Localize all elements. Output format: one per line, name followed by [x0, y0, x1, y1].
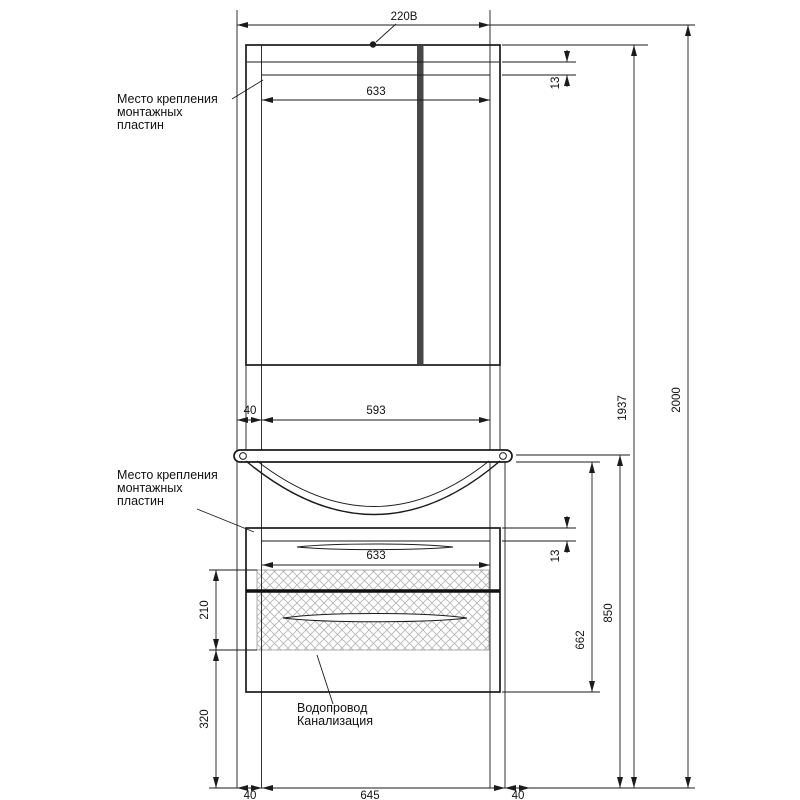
dim-633-top: 633	[366, 86, 385, 98]
plumbing-label-line2: Канализация	[297, 714, 373, 728]
dim-2000: 2000	[671, 387, 683, 413]
mounting-label-bottom-line3: пластин	[117, 494, 164, 508]
mounting-label-bottom-line2: монтажных	[117, 481, 183, 495]
mounting-label-bottom-line1: Место крепления	[117, 468, 218, 482]
basin-rim	[233, 449, 513, 463]
outlet-leader-line	[375, 23, 397, 43]
mounting-label-top-line1: Место крепления	[117, 92, 218, 106]
leader-mounting-bottom	[196, 508, 255, 533]
dim-40-mid: 40	[244, 405, 257, 417]
dim-593-mid: 593	[366, 405, 385, 417]
dim-850: 850	[603, 603, 615, 622]
power-outlet	[369, 23, 397, 48]
basin-fixing-hole-right	[499, 452, 507, 460]
vanity-cabinet	[245, 527, 501, 693]
mirror-door-divider	[417, 46, 424, 364]
text-layer: 220В Место крепления монтажных пластин 6…	[117, 11, 683, 800]
dim-662: 662	[575, 630, 587, 649]
leader-mounting-top	[231, 79, 264, 100]
washbasin	[233, 449, 513, 516]
outlet-point	[369, 41, 377, 48]
drawer-handle-top	[296, 543, 454, 551]
outlet-voltage-label: 220В	[391, 11, 418, 23]
dimensions	[209, 22, 695, 791]
leaders	[196, 79, 334, 705]
dim-320: 320	[199, 709, 211, 728]
drawer-handle-bottom	[282, 613, 468, 623]
mounting-label-top-line3: пластин	[117, 118, 164, 132]
plumbing-label-line1: Водопровод	[297, 701, 368, 715]
dim-13-top: 13	[550, 77, 562, 90]
plumbing-wall-opening-hatch	[256, 569, 490, 651]
basin-fixing-hole-left	[239, 452, 247, 460]
dim-1937: 1937	[617, 395, 629, 421]
dim-40-floor-left: 40	[244, 790, 257, 800]
dim-13-bottom: 13	[550, 550, 562, 563]
dim-633-bottom: 633	[366, 550, 385, 562]
dim-40-floor-right: 40	[512, 790, 525, 800]
mounting-label-top-line2: монтажных	[117, 105, 183, 119]
dim-645-floor: 645	[360, 790, 379, 800]
extension-lines	[236, 10, 506, 788]
dim-210: 210	[199, 600, 211, 619]
leader-plumbing	[316, 654, 334, 705]
basin-bowl-outer-curve	[245, 460, 501, 516]
basin-bowl-inner-curve	[256, 460, 490, 507]
